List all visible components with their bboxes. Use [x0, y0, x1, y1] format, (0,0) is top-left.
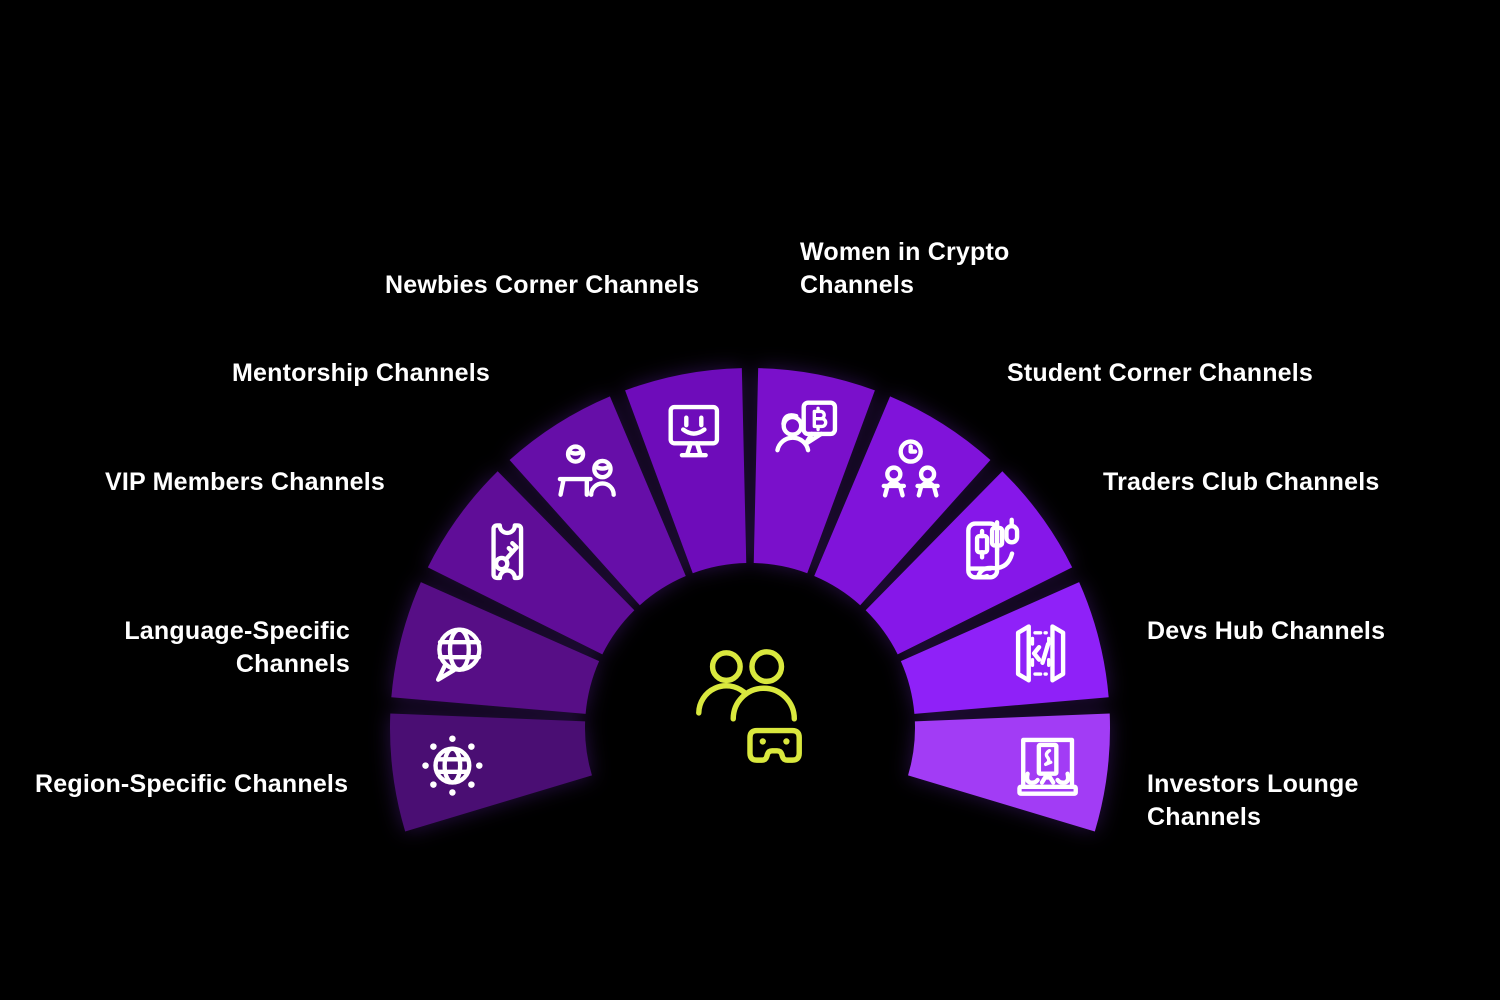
segment-region-specific-channels [389, 713, 592, 832]
fan-segments [389, 368, 1111, 832]
label-student-corner: Student Corner Channels [1007, 359, 1314, 387]
label-devs-hub: Devs Hub Channels [1147, 617, 1386, 645]
segment-mentorship-channels [509, 396, 686, 606]
label-language-specific: Language-Specific Channels [124, 617, 350, 678]
label-traders-club: Traders Club Channels [1103, 468, 1380, 496]
label-investors-lounge: Investors Lounge Channels [1147, 770, 1359, 831]
label-region-specific: Region-Specific Channels [35, 770, 349, 798]
label-mentorship: Mentorship Channels [232, 359, 490, 387]
community-gaming-icon [699, 652, 799, 760]
label-vip-members: VIP Members Channels [105, 468, 386, 496]
segment-student-corner-channels [814, 396, 991, 606]
label-women-in-crypto: Women in Crypto Channels [800, 238, 1010, 299]
segment-vip-members-channels [427, 471, 635, 655]
segment-devs-hub-channels [900, 582, 1109, 714]
label-newbies-corner: Newbies Corner Channels [385, 271, 700, 299]
segment-language-specific-channels [391, 582, 600, 714]
segment-investors-lounge-channels [908, 713, 1111, 832]
